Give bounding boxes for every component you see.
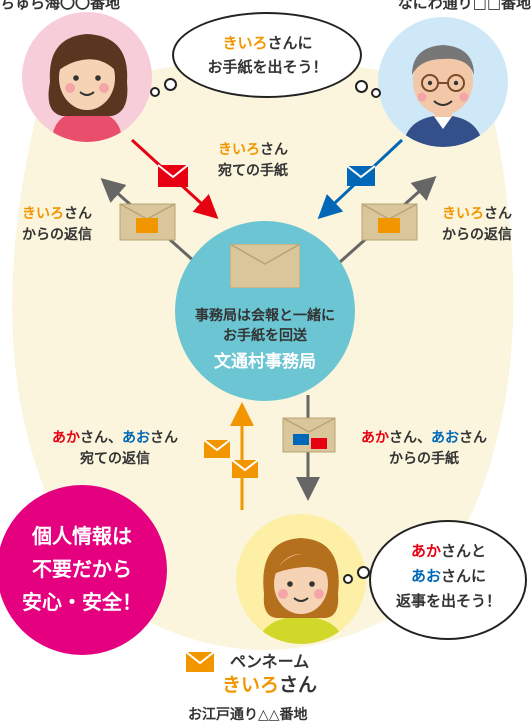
speech-top-kiiro: きいろ: [222, 34, 268, 52]
speech-bubble-bottom: [369, 520, 527, 640]
speech-top-text: きいろさんに お手紙を出そう！: [172, 31, 363, 79]
address-bottom: お江戸通り△△番地: [188, 707, 308, 723]
privacy-badge: [0, 485, 167, 655]
privacy-badge-text: 個人情報は 不要だから 安心・安全！: [0, 520, 167, 619]
label-reply-right-suffix: さん: [484, 206, 512, 222]
label-bl-line2: 宛ての返信: [80, 451, 150, 467]
label-bl-end: さん: [150, 430, 178, 446]
label-from-aka-ao: あかさん、あおさん からの手紙: [344, 428, 504, 470]
bubble-dot-1: [164, 78, 177, 91]
speech-bottom-text: あかさんと あおさんに 返事を出そう！: [369, 539, 528, 614]
bubble-dot-3: [355, 80, 368, 93]
label-to-kiiro: きいろさん 宛ての手紙: [208, 140, 298, 182]
badge-line1: 個人情報は: [32, 524, 132, 548]
label-br-ao: あお: [431, 430, 459, 446]
envelope-orange-icon: [203, 439, 231, 458]
bubble-dot-5: [357, 566, 370, 579]
avatar-kiiro: [236, 514, 366, 644]
label-reply-right-line2: からの返信: [442, 227, 512, 243]
address-top-left: ちゅら海〇〇番地: [0, 0, 121, 12]
label-br-line2: からの手紙: [389, 451, 459, 467]
label-to-aka-ao: あかさん、あおさん 宛ての返信: [40, 428, 190, 470]
avatar-aka: [22, 12, 152, 142]
label-reply-left-suffix: さん: [64, 206, 92, 222]
office-name: 文通村事務局: [214, 352, 316, 372]
label-to-kiiro-line2: 宛ての手紙: [218, 163, 288, 179]
speech-bottom-aka: あか: [410, 542, 441, 560]
person-man-icon: [403, 45, 483, 147]
office-line1: 事務局は会報と一緒に: [195, 308, 335, 324]
office-description: 事務局は会報と一緒に お手紙を回送: [175, 306, 355, 346]
label-bl-ao: あお: [122, 430, 150, 446]
envelope-red-blue-icon: [282, 417, 336, 453]
label-to-kiiro-suffix: さん: [260, 142, 288, 158]
speech-bottom-line1-suffix: さんと: [441, 542, 487, 560]
penname-name: きいろ: [222, 674, 280, 696]
label-reply-left-name: きいろ: [22, 206, 64, 222]
bubble-dot-6: [343, 574, 353, 584]
penname-suffix: さん: [279, 674, 318, 696]
envelope-reply-left-icon: [119, 203, 176, 241]
speech-bubble-top: [172, 12, 362, 98]
label-reply-left: きいろさん からの返信: [12, 204, 102, 246]
speech-top-line2: お手紙を出そう！: [207, 58, 328, 76]
badge-line3: 安心・安全！: [22, 590, 142, 614]
speech-bottom-line2-suffix: さんに: [441, 567, 487, 585]
label-br-end: さん: [459, 430, 487, 446]
label-br-mid: さん、: [389, 430, 431, 446]
label-reply-left-line2: からの返信: [22, 227, 92, 243]
envelope-red-icon: [157, 164, 189, 187]
person-girl-icon: [258, 538, 344, 644]
envelope-reply-right-icon: [361, 203, 418, 241]
label-bl-aka: あか: [52, 430, 80, 446]
penname-name-row: きいろさん: [222, 672, 317, 698]
office-line2: お手紙を回送: [223, 328, 307, 344]
label-to-kiiro-name: きいろ: [218, 142, 260, 158]
office-envelope-icon: [230, 244, 300, 288]
label-reply-right-name: きいろ: [442, 206, 484, 222]
label-reply-right: きいろさん からの返信: [432, 204, 522, 246]
bubble-dot-4: [371, 88, 381, 98]
label-br-aka: あか: [361, 430, 389, 446]
bubble-dot-2: [150, 87, 160, 97]
penname-envelope-icon: [186, 652, 214, 672]
envelope-blue-icon: [346, 165, 376, 186]
speech-bottom-line3: 返事を出そう！: [395, 592, 501, 610]
speech-top-suffix: さんに: [267, 34, 313, 52]
label-bl-mid: さん、: [80, 430, 122, 446]
avatar-ao: [378, 17, 508, 147]
penname-label: ペンネーム: [230, 652, 310, 671]
envelope-orange-icon-2: [231, 459, 259, 478]
address-top-right: なにわ通り□□番地: [397, 0, 531, 12]
badge-line2: 不要だから: [32, 557, 132, 581]
person-woman-icon: [48, 34, 128, 142]
speech-bottom-ao: あお: [410, 567, 441, 585]
